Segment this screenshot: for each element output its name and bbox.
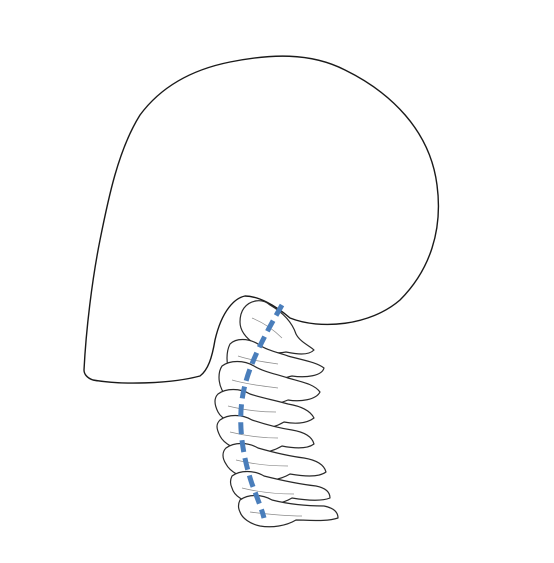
vertebra-t1 xyxy=(237,494,339,528)
head-outline xyxy=(83,55,440,384)
vertebra-c1 xyxy=(239,300,315,355)
spine-curve-line xyxy=(238,303,285,519)
cervical-vertebrae xyxy=(214,300,339,528)
